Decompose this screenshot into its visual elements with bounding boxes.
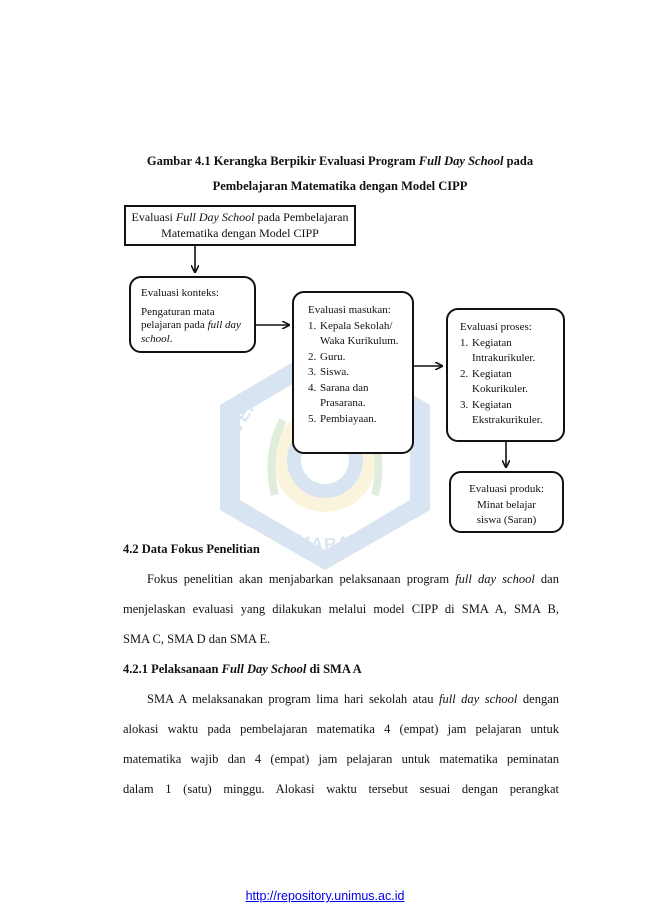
process-evaluation-box: Evaluasi proses: 1.Kegiatan Intrakurikul…	[446, 308, 565, 442]
process-title: Evaluasi proses:	[460, 321, 532, 333]
input-item-4: 4.Sarana dan Prasarana.	[308, 381, 369, 410]
input-item-3: 3.Siswa.	[308, 366, 350, 378]
paragraph-4-2-line3: SMA C, SMA D dan SMA E.	[123, 632, 271, 646]
figure-caption-line2: Pembelajaran Matematika dengan Model CIP…	[212, 179, 468, 193]
paragraph-4-2-line2: menjelaskan evaluasi yang dilakukan mela…	[123, 602, 559, 616]
evaluation-title-box: Evaluasi Full Day School pada Pembelajar…	[124, 205, 356, 246]
input-title: Evaluasi masukan:	[308, 304, 391, 316]
process-item-1: 1.Kegiatan Intrakurikuler.	[460, 336, 536, 365]
section-heading-4-2-1: 4.2.1 Pelaksanaan Full Day School di SMA…	[123, 662, 362, 676]
context-evaluation-box: Evaluasi konteks: Pengaturan mata pelaja…	[129, 276, 256, 353]
process-item-3: 3.Kegiatan Ekstrakurikuler.	[460, 398, 543, 427]
product-evaluation-box: Evaluasi produk: Minat belajar siswa (Sa…	[449, 471, 564, 533]
input-evaluation-box: Evaluasi masukan: 1.Kepala Sekolah/ Waka…	[292, 291, 414, 454]
figure-caption-line1: Gambar 4.1 Kerangka Berpikir Evaluasi Pr…	[146, 154, 534, 168]
paragraph-4-2-1-line3: matematika wajib dan 4 (empat) jam pelaj…	[123, 752, 559, 766]
context-title: Evaluasi konteks:	[141, 287, 219, 299]
input-item-1: 1.Kepala Sekolah/ Waka Kurikulum.	[308, 319, 399, 348]
repository-link[interactable]: http://repository.unimus.ac.id	[245, 889, 405, 903]
context-text: Pengaturan mata pelajaran pada full day …	[141, 305, 241, 345]
product-title: Evaluasi produk:	[469, 483, 544, 495]
paragraph-4-2-line1: Fokus penelitian akan menjabarkan pelaks…	[147, 572, 559, 586]
footer: http://repository.unimus.ac.id	[0, 889, 650, 903]
section-heading-4-2: 4.2 Data Fokus Penelitian	[123, 542, 260, 556]
paragraph-4-2-1-line2: alokasi waktu pada pembelajaran matemati…	[123, 722, 559, 736]
input-item-5: 5.Pembiayaan.	[308, 412, 377, 425]
input-item-2: 2.Guru.	[308, 350, 346, 363]
process-item-2: 2.Kegiatan Kokurikuler.	[460, 367, 528, 396]
paragraph-4-2-1-line1: SMA A melaksanakan program lima hari sek…	[147, 692, 559, 706]
paragraph-4-2-1-line4: dalam 1 (satu) minggu. Alokasi waktu ter…	[123, 782, 559, 796]
